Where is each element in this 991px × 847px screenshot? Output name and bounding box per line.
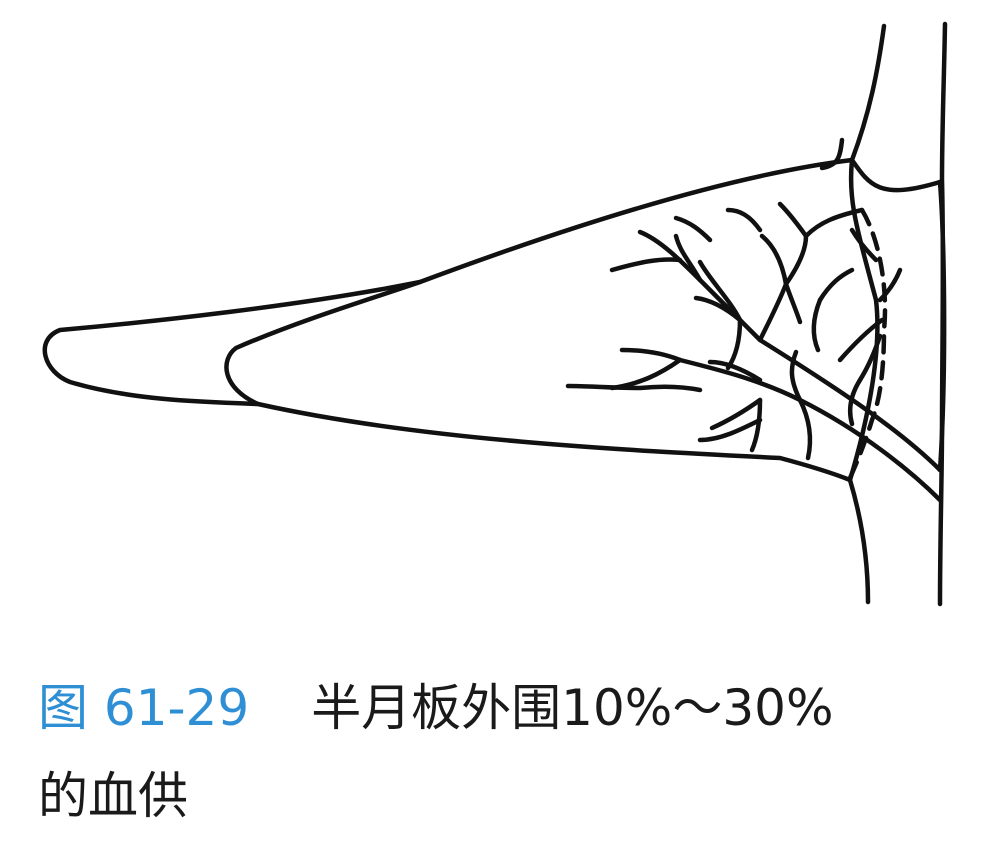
- vessel-branch-3: [700, 262, 740, 320]
- caption-title-line-2: 的血供: [38, 752, 958, 840]
- figure-caption: 图 61-29 半月板外围10%～30% 的血供: [38, 664, 958, 840]
- figure-number: 图 61-29: [38, 679, 249, 737]
- vessel-branch-9: [780, 204, 806, 236]
- vessel-branch-13: [728, 210, 760, 230]
- caption-line-1: 图 61-29 半月板外围10%～30%: [38, 664, 958, 752]
- vessel-branch-30: [700, 420, 760, 440]
- vessel-branch-top: [852, 160, 940, 190]
- vessel-branch-25: [728, 320, 740, 368]
- vessel-branch-18: [800, 400, 810, 458]
- vessel-branch-11: [676, 218, 710, 240]
- vessel-branch-22: [568, 386, 700, 390]
- vessel-branch-1: [640, 232, 700, 280]
- caption-title-line-1: 半月板外围10%～30%: [311, 679, 833, 737]
- vessel-branch-15: [814, 300, 820, 350]
- vessel-branch-10: [786, 284, 800, 322]
- vessel-branch-6: [762, 236, 786, 284]
- meniscus-blood-supply-diagram: [0, 0, 991, 640]
- vessel-branch-17: [792, 352, 800, 400]
- vessel-trunk-left: [850, 26, 884, 602]
- vessel-branch-14: [820, 270, 852, 300]
- vessel-branch-20: [622, 350, 680, 360]
- vessel-branch-12: [612, 259, 680, 270]
- vessel-branch-21: [612, 360, 680, 388]
- vessel-branch-5: [760, 284, 786, 340]
- vessel-branch-7: [786, 236, 806, 284]
